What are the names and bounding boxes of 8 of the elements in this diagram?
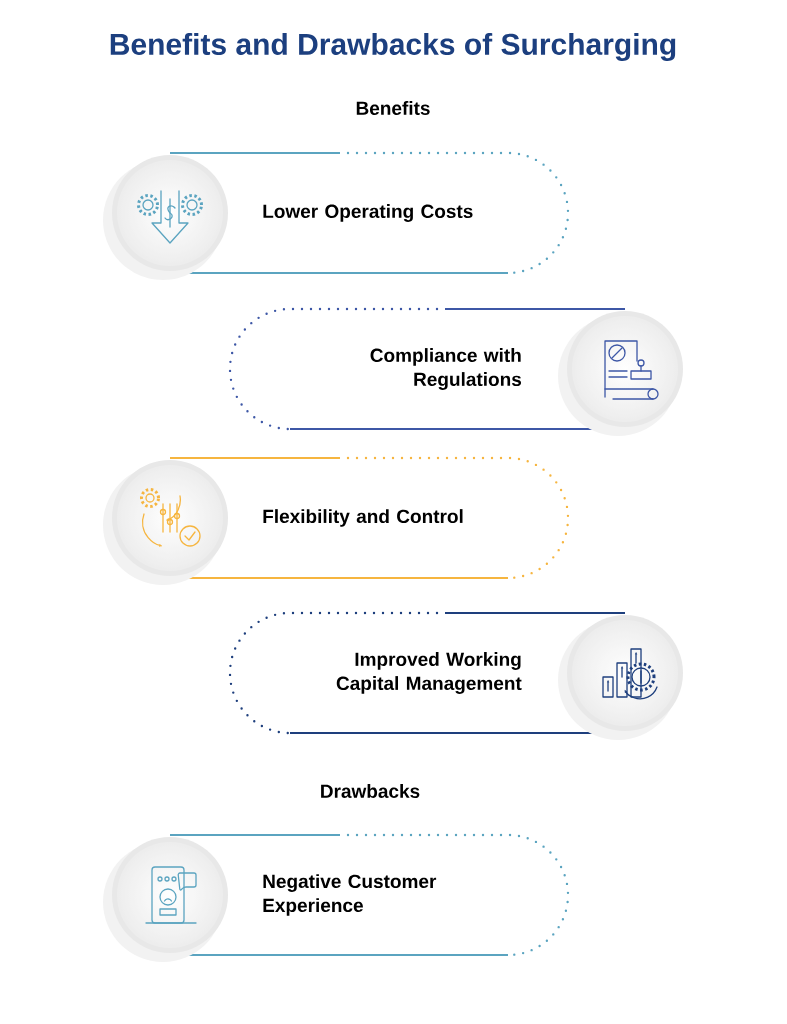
band-text: Flexibility and Control	[263, 509, 463, 527]
band-text: Compliance with Regulations	[370, 348, 522, 390]
section-heading: Drawbacks	[321, 784, 420, 798]
band-text: Lower Operating Costs	[263, 204, 473, 222]
band-text: Negative Customer Experience	[263, 874, 437, 916]
title: Benefits and Drawbacks of Surcharging	[110, 32, 676, 62]
band-text: Improved Working Capital Management	[336, 652, 522, 694]
section-heading: Benefits	[356, 101, 430, 115]
